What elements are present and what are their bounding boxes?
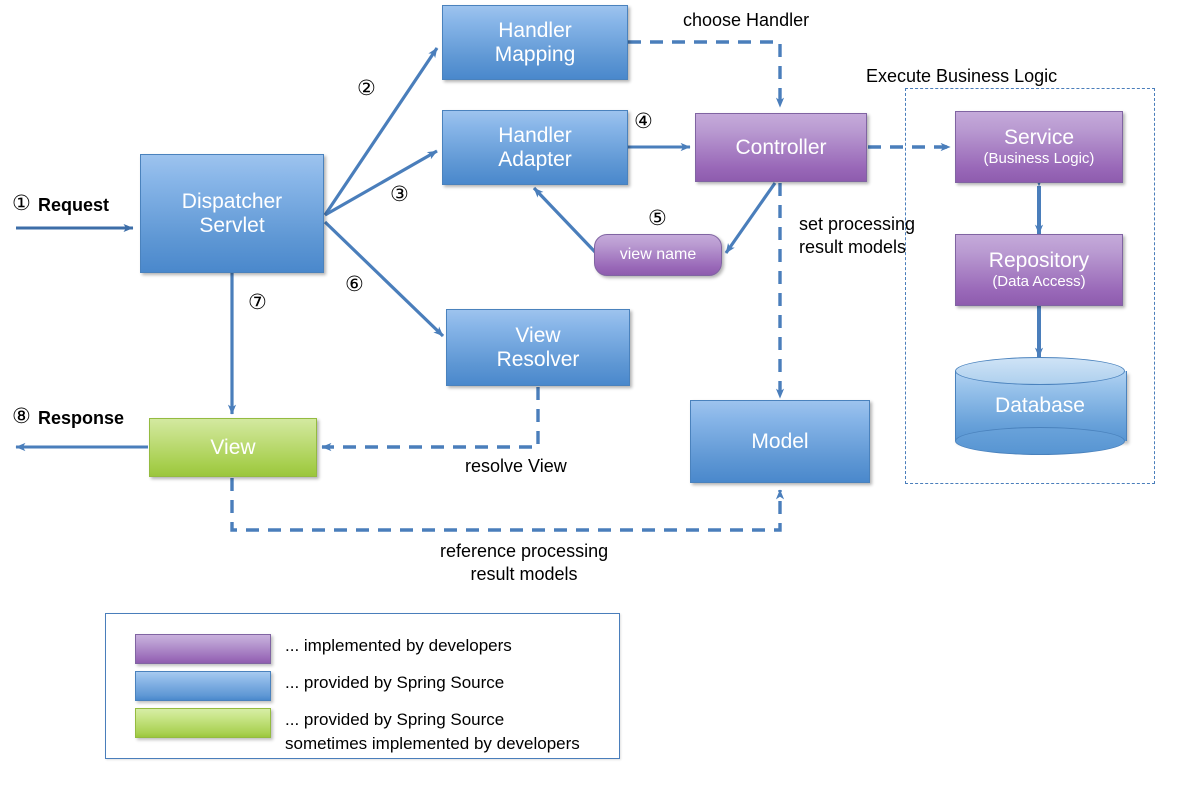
- dashed-resolve-view: [321, 387, 540, 452]
- choose-handler-label: choose Handler: [683, 10, 810, 30]
- arrow-view-name-to-handler-adapter: [532, 186, 598, 255]
- service-label: Service: [1003, 126, 1075, 150]
- step-number-1: ①: [12, 192, 31, 215]
- legend-row-blue: ... provided by Spring Source: [135, 671, 504, 701]
- node-controller[interactable]: Controller: [695, 113, 867, 182]
- resolve-view-label: resolve View: [465, 456, 567, 476]
- repository-label: Repository: [988, 249, 1090, 273]
- node-model[interactable]: Model: [690, 400, 870, 483]
- legend-label-green: ... provided by Spring Source sometimes …: [285, 710, 580, 753]
- database-label: Database: [995, 394, 1085, 417]
- handler-mapping-line1: Handler: [498, 18, 572, 42]
- controller-label: Controller: [735, 135, 827, 159]
- request-label: Request: [38, 195, 110, 215]
- service-sublabel: (Business Logic): [983, 149, 1095, 167]
- node-view-name[interactable]: view name: [594, 234, 722, 276]
- node-dispatcher-servlet[interactable]: Dispatcher Servlet: [140, 154, 324, 273]
- arrow-dispatcher-to-handler-mapping: [323, 47, 439, 216]
- dispatcher-servlet-line1: Dispatcher: [181, 189, 283, 213]
- step-number-3: ③: [390, 183, 409, 206]
- arrow-controller-to-view-name: [724, 182, 777, 254]
- legend-swatch-purple: [135, 634, 271, 664]
- step-number-7: ⑦: [248, 291, 267, 314]
- dashed-choose-handler: [628, 40, 785, 108]
- view-name-label: view name: [619, 246, 697, 263]
- node-database[interactable]: Database: [955, 357, 1127, 455]
- legend-swatch-blue: [135, 671, 271, 701]
- step-number-4: ④: [634, 110, 653, 133]
- legend-label-purple: ... implemented by developers: [285, 636, 512, 655]
- database-cylinder-top: [955, 357, 1125, 385]
- node-view-resolver[interactable]: View Resolver: [446, 309, 630, 386]
- dashed-reference-result-models: [230, 478, 785, 532]
- arrow-dispatcher-to-handler-adapter: [324, 149, 438, 217]
- database-cylinder-bottom: [955, 427, 1125, 455]
- legend-label-blue: ... provided by Spring Source: [285, 673, 505, 692]
- step-number-2: ②: [357, 77, 376, 100]
- handler-mapping-line2: Mapping: [494, 42, 576, 66]
- execute-business-logic-group: [905, 88, 1155, 484]
- legend-row-green: ... provided by Spring Source sometimes …: [135, 708, 580, 756]
- response-label: Response: [38, 408, 125, 428]
- node-service[interactable]: Service (Business Logic): [955, 111, 1123, 183]
- handler-adapter-line1: Handler: [498, 123, 572, 147]
- set-processing-result-models-label: set processing result models: [799, 214, 916, 257]
- dispatcher-servlet-line2: Servlet: [199, 213, 265, 237]
- model-label: Model: [751, 429, 809, 453]
- execute-business-logic-label: Execute Business Logic: [866, 66, 1058, 86]
- view-resolver-line1: View: [515, 323, 561, 347]
- legend-swatch-green: [135, 708, 271, 738]
- repository-sublabel: (Data Access): [992, 272, 1086, 290]
- view-resolver-line2: Resolver: [496, 347, 580, 371]
- node-handler-mapping[interactable]: Handler Mapping: [442, 5, 628, 80]
- step-number-8: ⑧: [12, 405, 31, 428]
- legend-box: ... implemented by developers ... provid…: [105, 613, 620, 759]
- step-number-5: ⑤: [648, 207, 667, 230]
- reference-result-models-label: reference processing result models: [440, 541, 609, 584]
- step-number-6: ⑥: [345, 273, 364, 296]
- view-label: View: [210, 435, 256, 459]
- legend-row-purple: ... implemented by developers: [135, 634, 512, 664]
- node-view[interactable]: View: [149, 418, 317, 477]
- node-handler-adapter[interactable]: Handler Adapter: [442, 110, 628, 185]
- arrow-dispatcher-to-view-resolver: [323, 220, 445, 338]
- handler-adapter-line2: Adapter: [498, 147, 572, 171]
- node-repository[interactable]: Repository (Data Access): [955, 234, 1123, 306]
